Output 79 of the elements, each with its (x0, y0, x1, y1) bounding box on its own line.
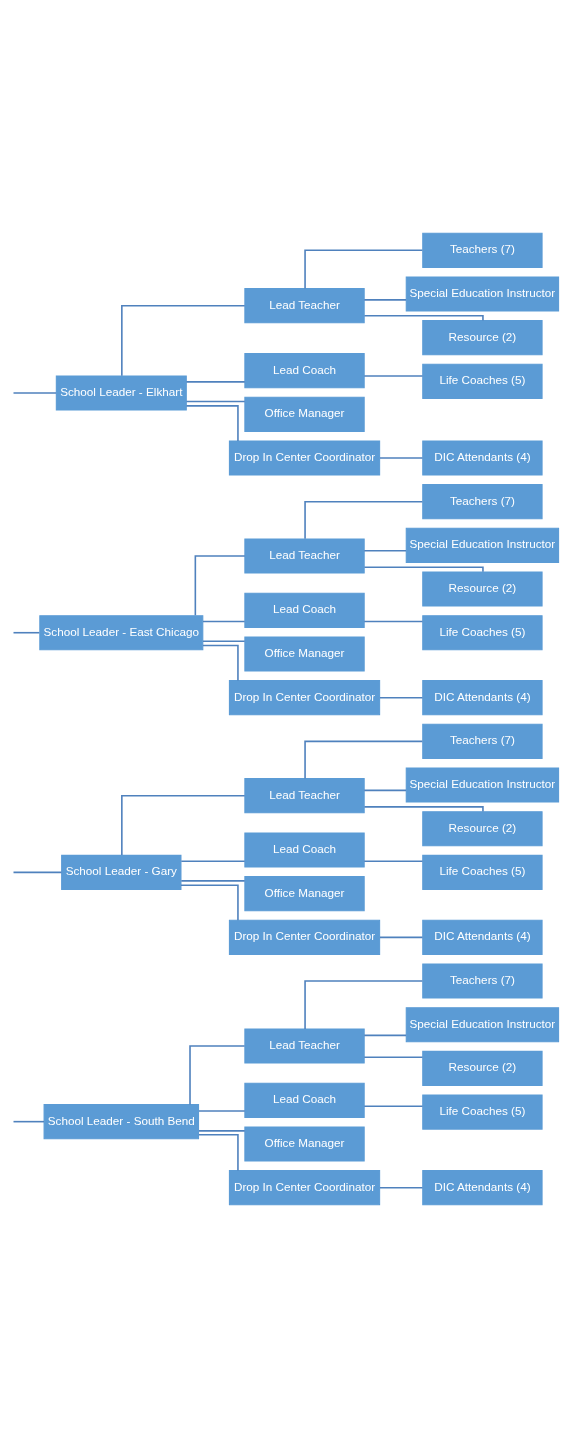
node-box: Resource (2) (422, 319, 543, 355)
node-box: Life Coaches (5) (422, 1094, 543, 1130)
node-box: Life Coaches (5) (422, 854, 543, 890)
node-box: Lead Coach (244, 352, 365, 388)
node-box: Resource (2) (422, 810, 543, 846)
node-box: School Leader - Elkhart (55, 374, 187, 411)
node-box: Drop In Center Coordinator (228, 439, 381, 476)
node-box: DIC Attendants (4) (422, 1169, 543, 1205)
connector (198, 1129, 246, 1132)
connector (12, 1120, 45, 1122)
node-box: Lead Coach (244, 1082, 365, 1118)
node-box: Resource (2) (422, 1050, 543, 1086)
node-box: Special Education Instructor (405, 527, 560, 563)
node-box: DIC Attendants (4) (422, 919, 543, 955)
node-box: Teachers (7) (422, 232, 543, 268)
connector (363, 620, 424, 622)
connector (304, 979, 424, 1030)
node-box: Lead Teacher (244, 537, 365, 574)
connector (363, 549, 407, 551)
node-box: Office Manager (244, 875, 365, 911)
node-box: School Leader - East Chicago (39, 614, 204, 650)
node-box: Lead Teacher (244, 1027, 365, 1064)
node-box: School Leader - South Bend (43, 1103, 200, 1139)
connector (363, 565, 484, 573)
connector (363, 789, 407, 791)
connector (363, 1034, 407, 1036)
connector (304, 249, 424, 289)
node-box: Lead Coach (244, 592, 365, 628)
connector (202, 620, 246, 622)
node-box: Special Education Instructor (405, 275, 560, 312)
connector (180, 883, 239, 921)
connector (185, 380, 246, 383)
connector (12, 631, 41, 633)
connector (198, 1109, 246, 1112)
node-box: Life Coaches (5) (422, 363, 543, 399)
connector (379, 456, 424, 459)
connector (379, 696, 424, 698)
connector (180, 859, 246, 862)
node-box: School Leader - Gary (61, 854, 182, 890)
connector (189, 1044, 246, 1105)
connector (379, 936, 424, 938)
connector (379, 1186, 424, 1188)
node-box: Teachers (7) (422, 723, 543, 759)
connector (12, 391, 57, 394)
node-box: Special Education Instructor (405, 1006, 560, 1042)
connector (202, 644, 239, 681)
connector (202, 639, 246, 642)
node-box: Lead Coach (244, 831, 365, 868)
connector (121, 304, 246, 377)
connector (180, 879, 246, 882)
node-box: DIC Attendants (4) (422, 679, 543, 715)
connector (198, 1133, 239, 1171)
node-box: Teachers (7) (422, 483, 543, 519)
connector (363, 1055, 424, 1058)
node-box: Lead Teacher (244, 287, 365, 323)
connector (304, 740, 424, 779)
node-box: Teachers (7) (422, 962, 543, 999)
node-box: Special Education Instructor (405, 766, 560, 803)
connector (185, 404, 239, 442)
node-box: Drop In Center Coordinator (228, 1169, 381, 1205)
node-box: DIC Attendants (4) (422, 439, 543, 476)
node-box: Resource (2) (422, 570, 543, 607)
connector (363, 314, 484, 321)
connector (363, 1104, 424, 1107)
node-box: Drop In Center Coordinator (228, 679, 381, 715)
connector (363, 374, 424, 377)
connector (304, 500, 424, 540)
node-box: Office Manager (244, 1125, 365, 1162)
node-box: Life Coaches (5) (422, 614, 543, 650)
connector (121, 794, 246, 856)
node-box: Office Manager (244, 396, 365, 432)
node-box: Office Manager (244, 635, 365, 672)
connector (363, 298, 407, 301)
connector (185, 400, 246, 402)
connector (194, 554, 246, 616)
node-box: Drop In Center Coordinator (228, 919, 381, 955)
connector (12, 871, 63, 873)
connector (363, 859, 424, 862)
node-box: Lead Teacher (244, 777, 365, 813)
